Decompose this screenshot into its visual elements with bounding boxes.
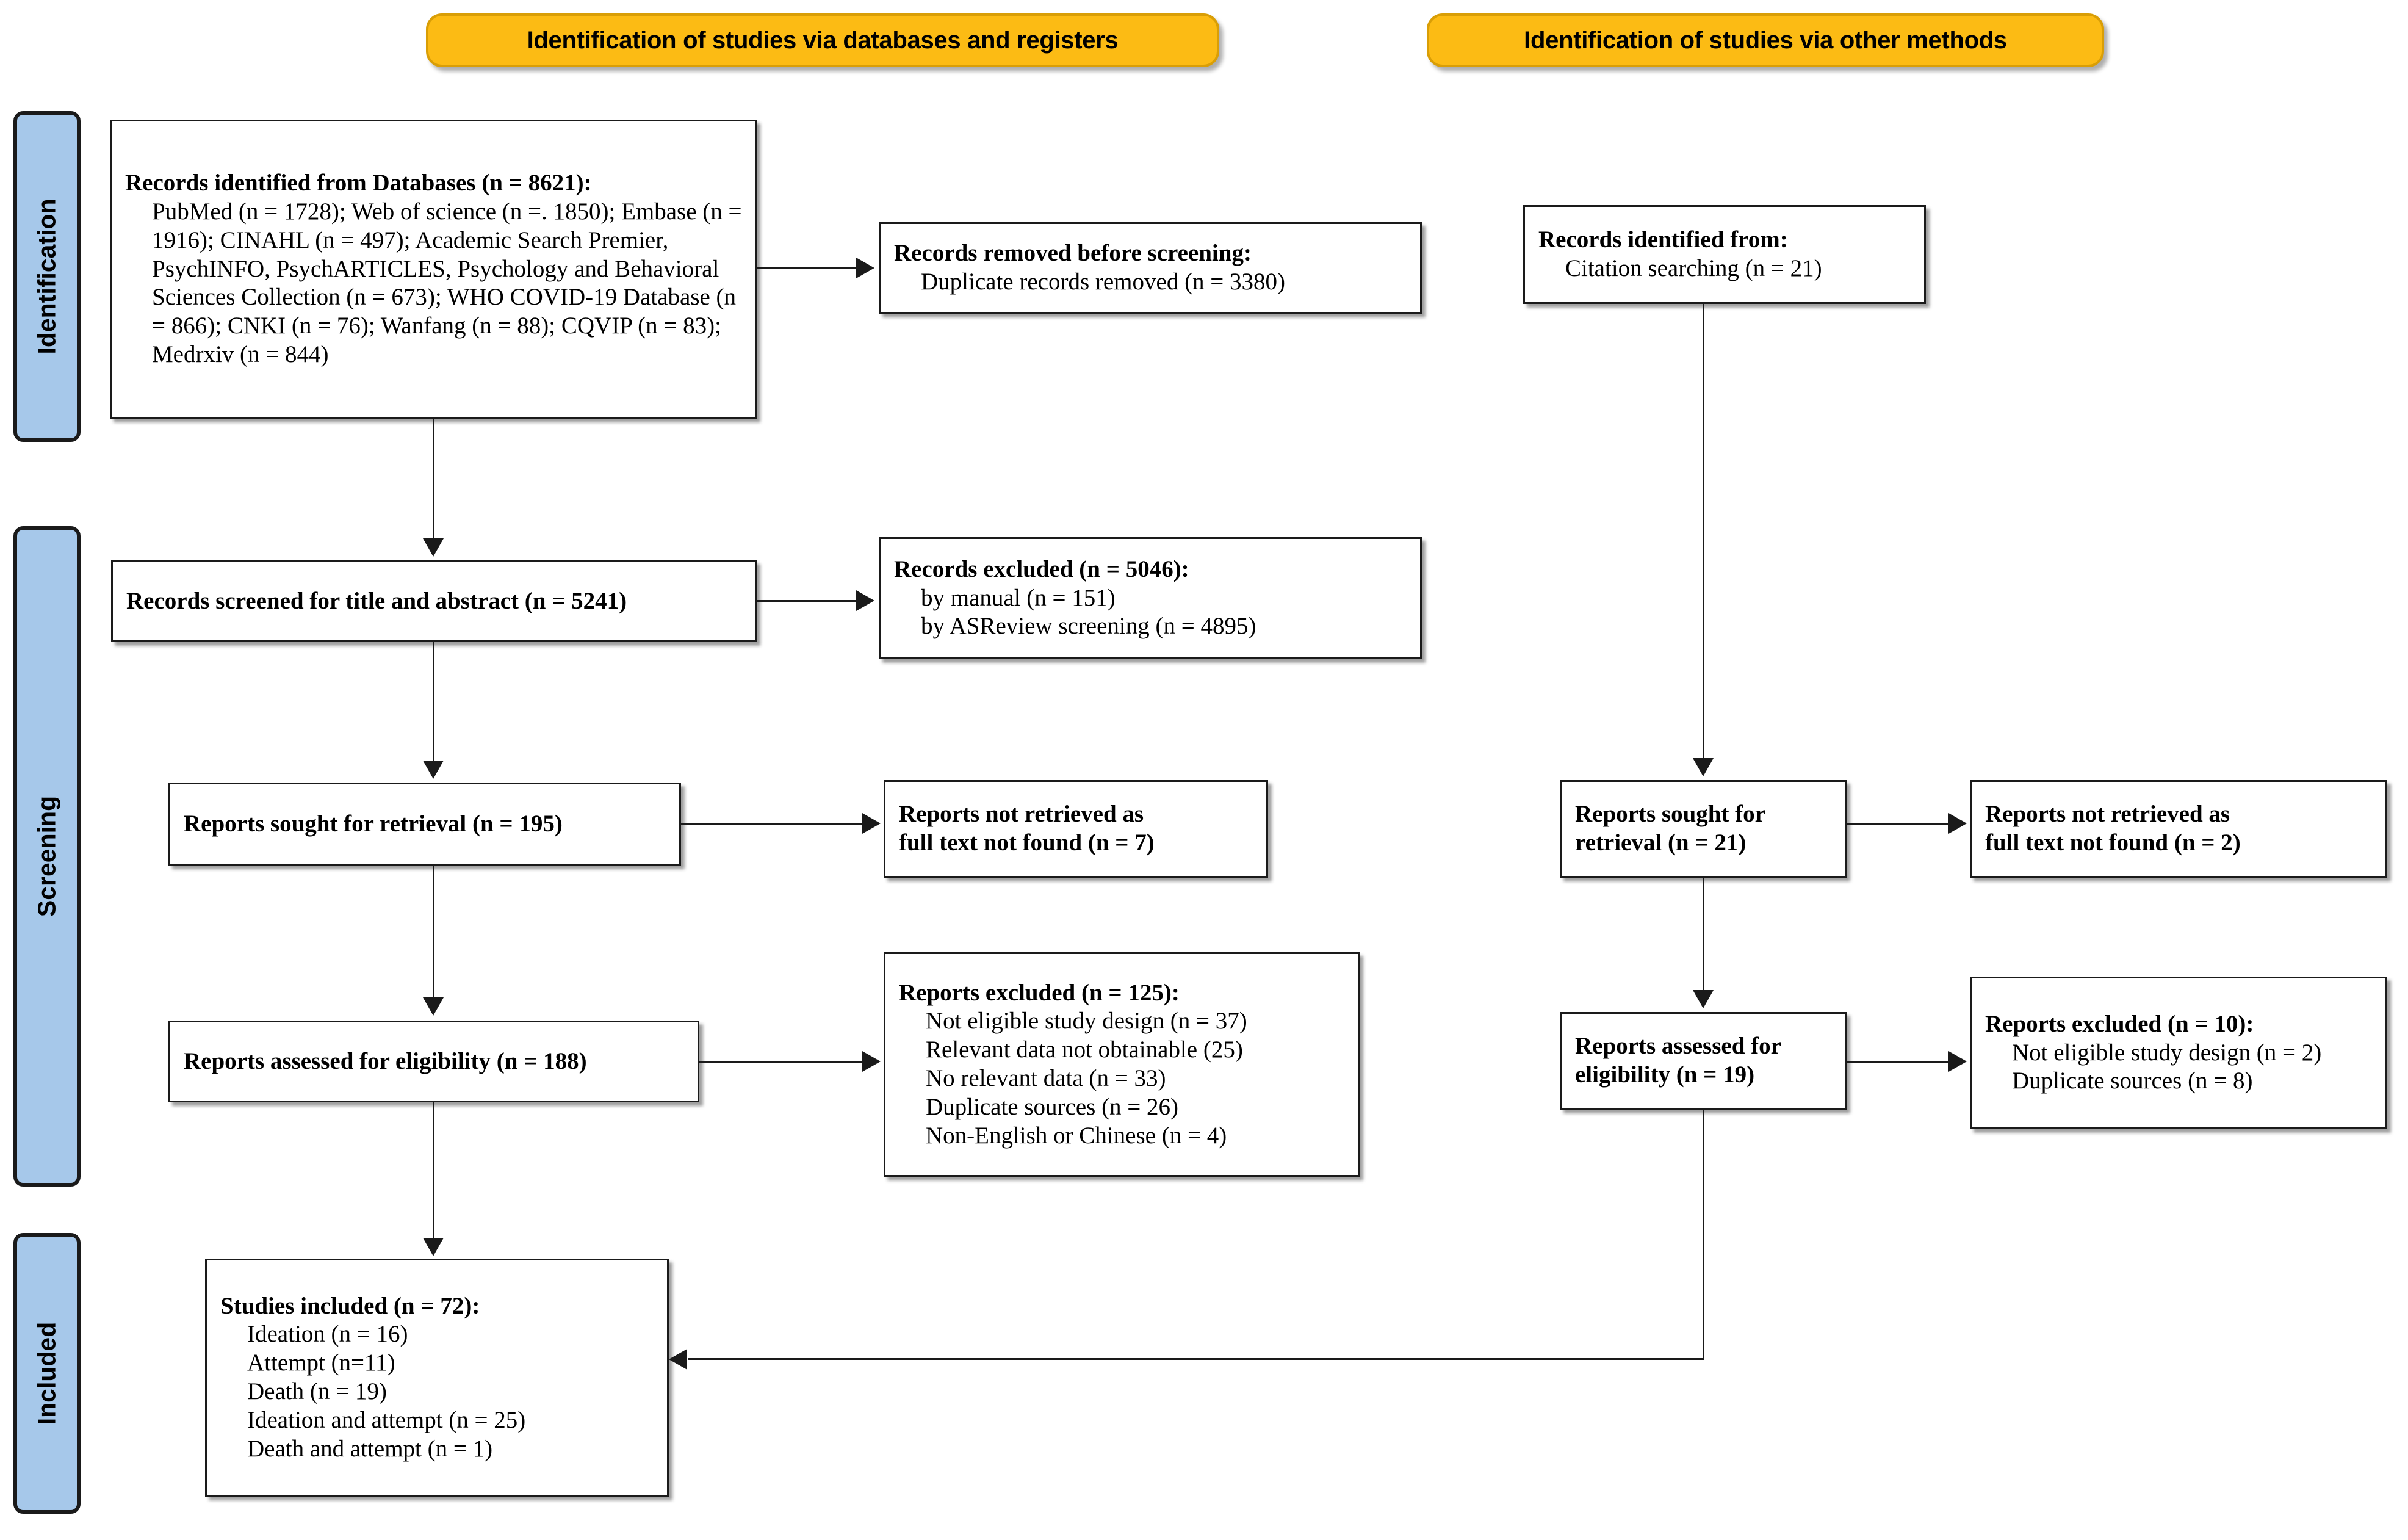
records-identified-other-item-0: Citation searching (n = 21) (1565, 255, 1822, 281)
box-records-removed-before-screening: Records removed before screening: Duplic… (879, 222, 1422, 314)
studies-included-title: Studies included (n = 72): (220, 1292, 480, 1319)
studies-included-item-2: Death (n = 19) (247, 1378, 387, 1404)
connector-other-assessed-to-excluded (1847, 1061, 1950, 1063)
records-removed-title: Records removed before screening: (894, 240, 1252, 267)
box-reports-excluded-other: Reports excluded (n = 10): Not eligible … (1970, 977, 2387, 1129)
records-removed-item-0: Duplicate records removed (n = 3380) (921, 269, 1286, 295)
box-reports-sought-retrieval-other: Reports sought for retrieval (n = 21) (1560, 780, 1847, 878)
reports-excluded-item-0: Not eligible study design (n = 37) (926, 1008, 1247, 1035)
box-reports-not-retrieved: Reports not retrieved as full text not f… (884, 780, 1268, 878)
connector-sought-to-not-retrieved (681, 823, 864, 825)
connector-other-assessed-to-included-horizontal (688, 1358, 1704, 1360)
box-records-identified-databases: Records identified from Databases (n = 8… (110, 120, 757, 419)
connector-other-assessed-to-included-vertical (1703, 1110, 1704, 1360)
stage-bar-included-label: Included (32, 1321, 61, 1425)
studies-included-item-0: Ideation (n = 16) (247, 1321, 408, 1348)
records-excluded-item-0: by manual (n = 151) (921, 584, 1116, 611)
box-reports-sought-retrieval: Reports sought for retrieval (n = 195) (168, 783, 681, 866)
arrow-other-identified-to-sought (1693, 758, 1714, 776)
box-records-identified-other: Records identified from: Citation search… (1523, 205, 1926, 304)
header-other-methods-label: Identification of studies via other meth… (1524, 26, 2007, 54)
connector-screened-to-sought (433, 642, 434, 763)
reports-not-retrieved-title: Reports not retrieved as full text not f… (899, 801, 1155, 856)
reports-excluded-item-1: Relevant data not obtainable (25) (926, 1036, 1243, 1063)
arrow-identified-to-screened (423, 538, 444, 557)
stage-bar-identification-label: Identification (32, 198, 61, 355)
reports-excluded-title: Reports excluded (n = 125): (899, 979, 1180, 1006)
stage-bar-screening-label: Screening (32, 795, 61, 917)
reports-excluded-item-2: No relevant data (n = 33) (926, 1065, 1166, 1091)
connector-screened-to-excluded (757, 600, 857, 602)
connector-identified-to-removed (757, 267, 857, 269)
studies-included-item-4: Death and attempt (n = 1) (247, 1435, 493, 1462)
arrow-sought-to-not-retrieved (862, 813, 881, 834)
arrow-assessed-to-excluded (862, 1051, 881, 1072)
arrow-other-assessed-to-excluded (1948, 1051, 1967, 1072)
arrow-other-sought-to-not-retrieved (1948, 813, 1967, 834)
arrow-other-assessed-to-included (669, 1349, 687, 1370)
connector-other-sought-to-assessed (1703, 878, 1704, 992)
studies-included-item-1: Attempt (n=11) (247, 1350, 395, 1376)
connector-assessed-to-included (433, 1102, 434, 1240)
stage-bar-identification: Identification (13, 111, 81, 442)
reports-sought-other-title: Reports sought for retrieval (n = 21) (1575, 801, 1765, 856)
records-identified-detail: PubMed (n = 1728); Web of science (n =. … (152, 198, 748, 367)
connector-sought-to-assessed (433, 866, 434, 1000)
box-studies-included: Studies included (n = 72): Ideation (n =… (205, 1259, 669, 1497)
arrow-screened-to-excluded (856, 590, 874, 611)
arrow-screened-to-sought (423, 761, 444, 779)
connector-other-identified-to-sought (1703, 304, 1704, 761)
records-excluded-title: Records excluded (n = 5046): (894, 555, 1189, 582)
connector-identified-to-screened (433, 419, 434, 541)
arrow-other-sought-to-assessed (1693, 990, 1714, 1008)
records-identified-other-title: Records identified from: (1538, 226, 1788, 253)
box-reports-not-retrieved-other: Reports not retrieved as full text not f… (1970, 780, 2387, 878)
box-reports-assessed-eligibility-other: Reports assessed for eligibility (n = 19… (1560, 1012, 1847, 1110)
connector-assessed-to-excluded (699, 1061, 865, 1063)
arrow-identified-to-removed (856, 258, 874, 278)
records-excluded-item-1: by ASReview screening (n = 4895) (921, 613, 1256, 640)
reports-excluded-other-item-0: Not eligible study design (n = 2) (2012, 1039, 2322, 1066)
box-records-screened: Records screened for title and abstract … (111, 560, 757, 642)
reports-not-retrieved-other-title: Reports not retrieved as full text not f… (1985, 801, 2241, 856)
reports-assessed-title: Reports assessed for eligibility (n = 18… (184, 1047, 587, 1074)
reports-sought-title: Reports sought for retrieval (n = 195) (184, 810, 563, 837)
box-reports-assessed-eligibility: Reports assessed for eligibility (n = 18… (168, 1021, 699, 1102)
stage-bar-included: Included (13, 1233, 81, 1514)
arrow-assessed-to-included (423, 1238, 444, 1256)
reports-excluded-item-3: Duplicate sources (n = 26) (926, 1093, 1179, 1120)
header-other-methods: Identification of studies via other meth… (1427, 13, 2104, 67)
header-databases-registers: Identification of studies via databases … (426, 13, 1219, 67)
reports-excluded-other-title: Reports excluded (n = 10): (1985, 1010, 2254, 1037)
header-databases-label: Identification of studies via databases … (527, 26, 1119, 54)
records-identified-title: Records identified from Databases (n = 8… (125, 170, 592, 197)
box-reports-excluded: Reports excluded (n = 125): Not eligible… (884, 952, 1360, 1177)
connector-other-sought-to-not-retrieved (1847, 823, 1950, 825)
studies-included-item-3: Ideation and attempt (n = 25) (247, 1406, 526, 1433)
stage-bar-screening: Screening (13, 526, 81, 1187)
box-records-excluded: Records excluded (n = 5046): by manual (… (879, 537, 1422, 659)
reports-excluded-item-4: Non-English or Chinese (n = 4) (926, 1122, 1227, 1149)
reports-excluded-other-item-1: Duplicate sources (n = 8) (2012, 1068, 2253, 1094)
reports-assessed-other-title: Reports assessed for eligibility (n = 19… (1575, 1033, 1781, 1088)
records-screened-title: Records screened for title and abstract … (126, 587, 627, 614)
arrow-sought-to-assessed (423, 997, 444, 1016)
